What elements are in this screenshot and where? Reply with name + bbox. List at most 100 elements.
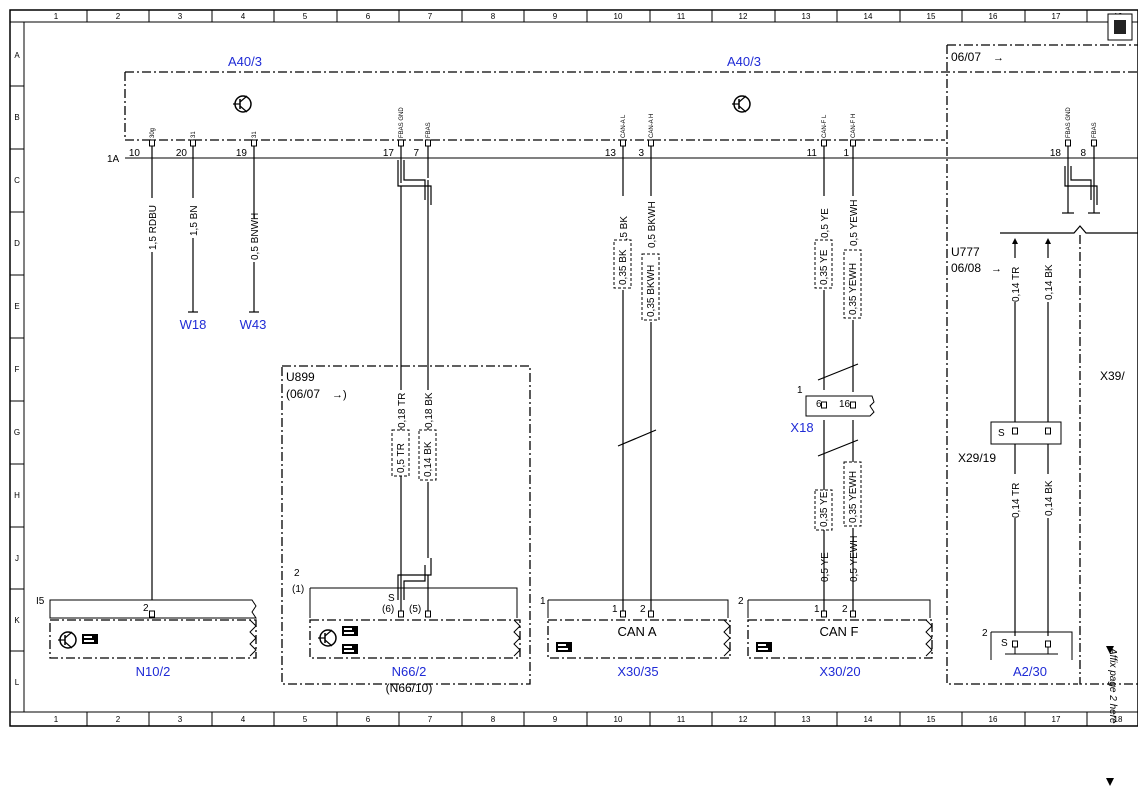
u899-label: U899 xyxy=(286,370,315,384)
pin: 31 19 xyxy=(236,131,258,159)
svg-text:7: 7 xyxy=(413,148,419,159)
svg-text:16: 16 xyxy=(839,399,851,410)
ground-label: W18 xyxy=(180,317,207,332)
x30-20-component: 2 1 2 CAN F X30/20 xyxy=(738,596,933,679)
svg-text:S: S xyxy=(388,593,395,604)
u777-block: U777 06/08 → S X29/19 X39/ xyxy=(951,245,1125,465)
component-label: X30/20 xyxy=(819,664,860,679)
a2-30-component: 2 S A2/30 xyxy=(982,628,1073,679)
col-label: 15 xyxy=(927,715,936,724)
arrow-right-icon: →) xyxy=(332,389,347,401)
col-label: 3 xyxy=(178,12,183,21)
svg-text:FBAS GND: FBAS GND xyxy=(399,107,405,138)
module-label: A40/3 xyxy=(727,54,761,69)
row-label: A xyxy=(14,51,20,60)
col-label: 4 xyxy=(241,12,246,21)
pin-label: (1) xyxy=(292,584,304,595)
row-label: D xyxy=(14,239,20,248)
col-label: 13 xyxy=(802,715,811,724)
n10-2-component: I5 2 N10/2 xyxy=(36,596,257,679)
module-label: A40/3 xyxy=(228,54,262,69)
frame xyxy=(9,9,1138,727)
svg-text:S: S xyxy=(998,428,1005,439)
wire-label: 0,35 YEWH xyxy=(848,471,859,523)
svg-text:(6): (6) xyxy=(382,604,394,615)
svg-text:31: 31 xyxy=(252,131,258,138)
component-sublabel: (N66/10) xyxy=(386,681,433,695)
col-label: 16 xyxy=(989,12,998,21)
wire-sleeves: 0,5 TR 0,14 BK 0,35 BK 0,35 BKWH 0,35 YE… xyxy=(391,239,862,531)
column-labels-bottom: 1 2 3 4 5 6 7 8 9 10 11 12 13 14 15 16 1… xyxy=(54,715,1123,724)
component-inner-label: CAN F xyxy=(820,624,859,639)
arrow-right-icon: → xyxy=(991,263,1002,275)
col-label: 8 xyxy=(491,715,496,724)
col-label: 14 xyxy=(864,12,873,21)
wire-label: 0,18 BK xyxy=(424,392,435,428)
svg-text:10: 10 xyxy=(129,148,141,159)
col-label: 5 xyxy=(303,12,308,21)
pointing-hand-icon xyxy=(82,634,98,644)
component-label: N66/2 xyxy=(392,664,427,679)
component-inner-label: CAN A xyxy=(617,624,656,639)
svg-text:13: 13 xyxy=(605,148,617,159)
col-label: 7 xyxy=(428,715,433,724)
wire-label: 0,5 YEWH xyxy=(849,200,860,247)
transistor-icon xyxy=(318,629,337,647)
col-label: 17 xyxy=(1052,715,1061,724)
u777-date: 06/08 xyxy=(951,261,981,275)
col-label: 1 xyxy=(54,715,59,724)
wire-label: 0,5 BK xyxy=(619,216,630,246)
col-label: 3 xyxy=(178,715,183,724)
svg-text:S: S xyxy=(1001,638,1008,649)
arrow-right-icon: → xyxy=(993,52,1004,64)
connector-bus-1a: 1A xyxy=(107,154,1138,165)
col-label: 11 xyxy=(677,715,686,724)
col-label: 16 xyxy=(989,715,998,724)
svg-text:1: 1 xyxy=(540,596,546,607)
svg-text:31: 31 xyxy=(191,131,197,138)
col-label: 9 xyxy=(553,12,558,21)
col-label: 13 xyxy=(802,12,811,21)
col-label: 2 xyxy=(116,715,121,724)
pointing-hand-icon xyxy=(556,642,572,652)
pin: CAN-F L 11 xyxy=(807,114,828,159)
wire-label: 0,18 TR xyxy=(397,393,408,428)
x39-label: X39/ xyxy=(1100,369,1125,383)
svg-text:1: 1 xyxy=(797,385,803,396)
wire-label: 0,35 BKWH xyxy=(646,265,657,317)
row-label: G xyxy=(14,428,20,437)
pin: FBAS 7 xyxy=(413,122,432,159)
pin: FBAS GND 18 xyxy=(1050,107,1072,159)
svg-text:CAN-A H: CAN-A H xyxy=(649,114,655,138)
svg-text:2: 2 xyxy=(842,604,848,615)
svg-text:CAN-F L: CAN-F L xyxy=(822,114,828,138)
wire-label: 0,5 YEWH xyxy=(849,536,860,583)
col-label: 9 xyxy=(553,715,558,724)
col-label: 1 xyxy=(54,12,59,21)
pin: FBAS GND 17 xyxy=(383,107,405,159)
ground-label: W43 xyxy=(240,317,267,332)
row-label: B xyxy=(14,113,19,122)
wire-label: 0,5 YE xyxy=(820,552,831,582)
svg-text:1: 1 xyxy=(843,148,849,159)
arrow-down-icon xyxy=(1106,646,1114,654)
wire-label: 0,35 YE xyxy=(819,491,830,527)
wire-label: 0,14 BK xyxy=(1044,264,1055,300)
svg-text:1: 1 xyxy=(814,604,820,615)
col-label: 6 xyxy=(366,715,371,724)
pin: 31 20 xyxy=(176,131,197,159)
wire-label: 0,14 TR xyxy=(1011,483,1022,518)
arrow-up-icon xyxy=(1012,238,1051,244)
svg-text:2: 2 xyxy=(640,604,646,615)
col-label: 17 xyxy=(1052,12,1061,21)
page-corner-icon xyxy=(1114,20,1126,34)
col-label: 5 xyxy=(303,715,308,724)
svg-text:(5): (5) xyxy=(409,604,421,615)
transistor-icon xyxy=(233,95,252,113)
col-label: 10 xyxy=(614,715,623,724)
svg-text:Affix page 2 here: Affix page 2 here xyxy=(1107,647,1118,724)
svg-text:CAN-A L: CAN-A L xyxy=(621,114,627,138)
row-label: F xyxy=(15,365,20,374)
col-label: 2 xyxy=(116,12,121,21)
wire-label: 1,5 BN xyxy=(189,205,200,236)
